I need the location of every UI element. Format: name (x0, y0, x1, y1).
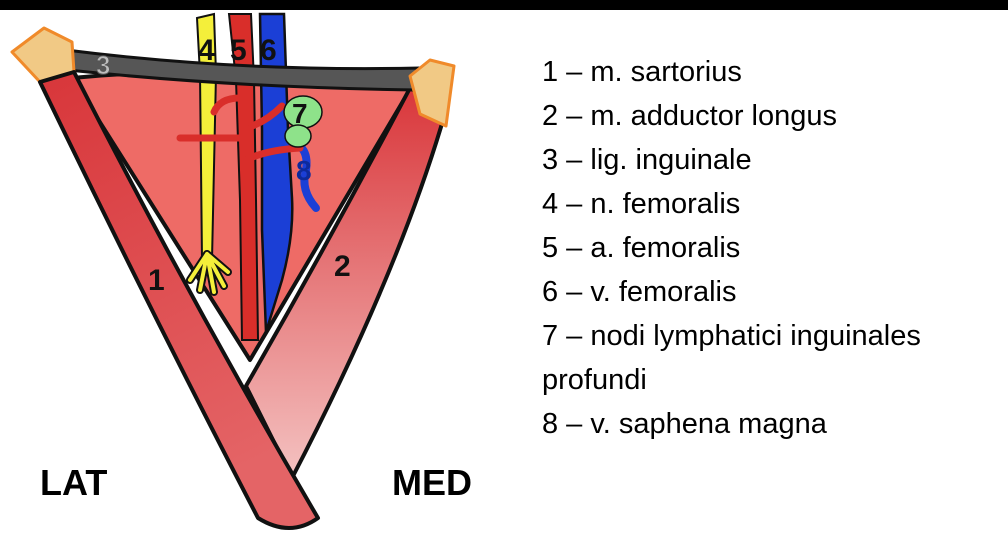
legend-item: 8 – v. saphena magna (542, 408, 827, 440)
femoral-triangle-diagram: 3 4 5 6 7 8 1 2 (10, 12, 456, 530)
lateral-side-label: LAT (40, 462, 108, 503)
legend-item: 5 – a. femoralis (542, 232, 741, 264)
medial-bone-attachment (408, 58, 456, 128)
medial-side-label: MED (392, 462, 472, 503)
sartorius-muscle (38, 70, 320, 530)
lateral-bone-attachment (10, 26, 76, 84)
label-number-6: 6 (260, 34, 277, 67)
deep-inguinal-lymph-nodes (283, 95, 323, 148)
legend-item-continuation: profundi (542, 364, 647, 396)
legend-item: 1 – m. sartorius (542, 56, 742, 88)
legend-item: 2 – m. adductor longus (542, 100, 838, 132)
legend-item: 4 – n. femoralis (542, 188, 741, 220)
label-number-1: 1 (148, 264, 165, 297)
label-number-2: 2 (334, 250, 351, 283)
label-number-7: 7 (292, 98, 308, 129)
legend-item: 6 – v. femoralis (542, 276, 737, 308)
diagram-canvas: 3 4 5 6 7 8 1 2 LAT MED 1 – m. sartorius… (0, 10, 1008, 534)
legend-item: 7 – nodi lymphatici inguinales (542, 320, 921, 352)
femoral-vein (258, 12, 294, 333)
label-number-5: 5 (230, 34, 247, 67)
label-number-8: 8 (296, 155, 312, 186)
label-number-3: 3 (96, 50, 110, 80)
legend: 1 – m. sartorius 2 – m. adductor longus … (542, 50, 1002, 446)
legend-item: 3 – lig. inguinale (542, 144, 752, 176)
femoral-artery (176, 13, 304, 341)
label-number-4: 4 (198, 34, 215, 67)
